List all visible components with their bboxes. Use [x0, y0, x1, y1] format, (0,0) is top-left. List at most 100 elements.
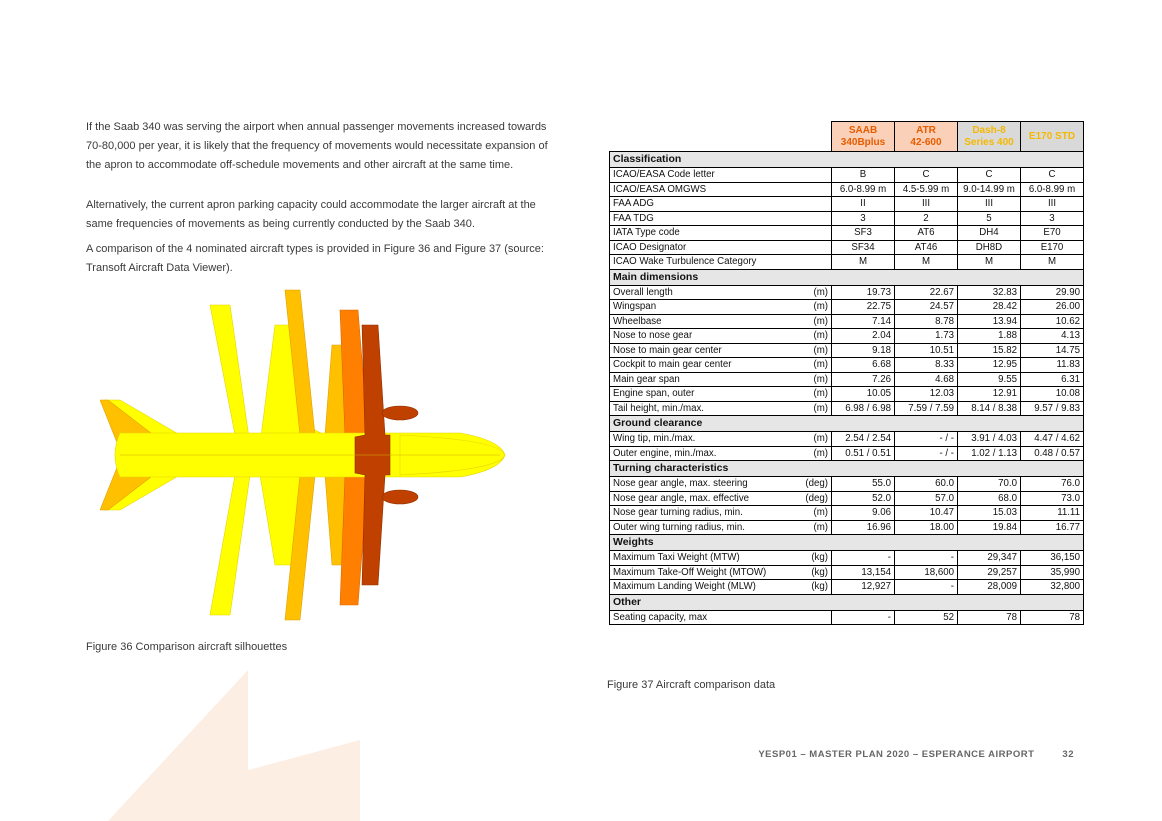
value-cell: 78 — [957, 609, 1021, 625]
value-cell: 6.31 — [1020, 371, 1084, 387]
row-unit: (m) — [798, 357, 832, 373]
row-label: Wing tip, min./max. — [608, 431, 799, 447]
value-cell: 52 — [894, 609, 958, 625]
value-cell: 7.14 — [831, 313, 895, 329]
row-label: ICAO/EASA Code letter — [609, 167, 832, 183]
row-label: Nose gear turning radius, min. — [608, 505, 799, 521]
value-cell: - / - — [894, 445, 958, 461]
section-title: Other — [609, 593, 1084, 611]
value-cell: 12.91 — [957, 386, 1021, 402]
value-cell: 52.0 — [831, 490, 895, 506]
row-unit: (m) — [798, 519, 832, 535]
value-cell: - / - — [894, 431, 958, 447]
value-cell: 6.0-8.99 m — [1020, 181, 1084, 197]
value-cell: M — [1020, 254, 1084, 270]
value-cell: 6.0-8.99 m — [831, 181, 895, 197]
value-cell: M — [957, 254, 1021, 270]
value-cell: 24.57 — [894, 299, 958, 315]
value-cell: - — [894, 579, 958, 595]
value-cell: AT6 — [894, 225, 958, 241]
section-header-classification: Classification — [609, 151, 1084, 168]
row-label: Main gear span — [608, 371, 799, 387]
value-cell: 4.5-5.99 m — [894, 181, 958, 197]
value-cell: II — [831, 196, 895, 212]
value-cell: 10.05 — [831, 386, 895, 402]
value-cell: 76.0 — [1020, 476, 1084, 492]
table-row: Outer engine, min./max.(m)0.51 / 0.51- /… — [608, 445, 1084, 461]
value-cell: 1.73 — [894, 328, 958, 344]
value-cell: - — [894, 550, 958, 566]
value-cell: 19.84 — [957, 519, 1021, 535]
footer-title: YESP01 – MASTER PLAN 2020 – ESPERANCE AI… — [758, 749, 1035, 760]
value-cell: 7.59 / 7.59 — [894, 400, 958, 416]
section-header-ground-clearance: Ground clearance — [609, 415, 1084, 432]
figure36-caption: Figure 36 Comparison aircraft silhouette… — [86, 641, 288, 653]
value-cell: 16.77 — [1020, 519, 1084, 535]
table-row: Maximum Landing Weight (MLW)(kg)12,927-2… — [608, 579, 1084, 595]
value-cell: 2.04 — [831, 328, 895, 344]
row-unit: (m) — [798, 505, 832, 521]
value-cell: C — [1020, 167, 1084, 183]
section-header-turning: Turning characteristics — [609, 460, 1084, 477]
value-cell: E170 — [1020, 239, 1084, 255]
value-cell: DH4 — [957, 225, 1021, 241]
section-header-other: Other — [609, 593, 1084, 611]
row-label: Outer wing turning radius, min. — [608, 519, 799, 535]
value-cell: 10.51 — [894, 342, 958, 358]
row-unit: (deg) — [798, 476, 832, 492]
section-header-weights: Weights — [609, 534, 1084, 551]
table-row: Maximum Take-Off Weight (MTOW)(kg)13,154… — [608, 564, 1084, 580]
value-cell: 9.18 — [831, 342, 895, 358]
value-cell: 3 — [1020, 210, 1084, 226]
value-cell: 18,600 — [894, 564, 958, 580]
value-cell: DH8D — [957, 239, 1021, 255]
row-unit: (m) — [798, 284, 832, 300]
value-cell: 18.00 — [894, 519, 958, 535]
value-cell: SF3 — [831, 225, 895, 241]
row-label: Overall length — [608, 284, 799, 300]
value-cell: 26.00 — [1020, 299, 1084, 315]
value-cell: 6.68 — [831, 357, 895, 373]
value-cell: 3.91 / 4.03 — [957, 431, 1021, 447]
table-row: Nose gear angle, max. effective(deg)52.0… — [608, 490, 1084, 506]
value-cell: 9.0-14.99 m — [957, 181, 1021, 197]
section-title: Main dimensions — [609, 268, 1084, 286]
value-cell: 4.68 — [894, 371, 958, 387]
row-unit — [798, 609, 832, 625]
value-cell: 3 — [831, 210, 895, 226]
row-label: Nose to nose gear — [608, 328, 799, 344]
intro-paragraph: If the Saab 340 was serving the airport … — [86, 121, 548, 171]
value-cell: 12,927 — [831, 579, 895, 595]
alternative-paragraph: Alternatively, the current apron parking… — [86, 199, 536, 230]
value-cell: 8.78 — [894, 313, 958, 329]
value-cell: 57.0 — [894, 490, 958, 506]
value-cell: 28.42 — [957, 299, 1021, 315]
watermark-logo — [108, 670, 360, 821]
value-cell: 2 — [894, 210, 958, 226]
row-unit: (m) — [798, 371, 832, 387]
value-cell: M — [894, 254, 958, 270]
value-cell: 73.0 — [1020, 490, 1084, 506]
row-label: Wingspan — [608, 299, 799, 315]
value-cell: 35,990 — [1020, 564, 1084, 580]
row-unit: (kg) — [798, 550, 832, 566]
row-label: Cockpit to main gear center — [608, 357, 799, 373]
comparison-paragraph: A comparison of the 4 nominated aircraft… — [86, 243, 544, 274]
value-cell: C — [957, 167, 1021, 183]
value-cell: 8.33 — [894, 357, 958, 373]
value-cell: 9.06 — [831, 505, 895, 521]
row-unit: (m) — [798, 313, 832, 329]
